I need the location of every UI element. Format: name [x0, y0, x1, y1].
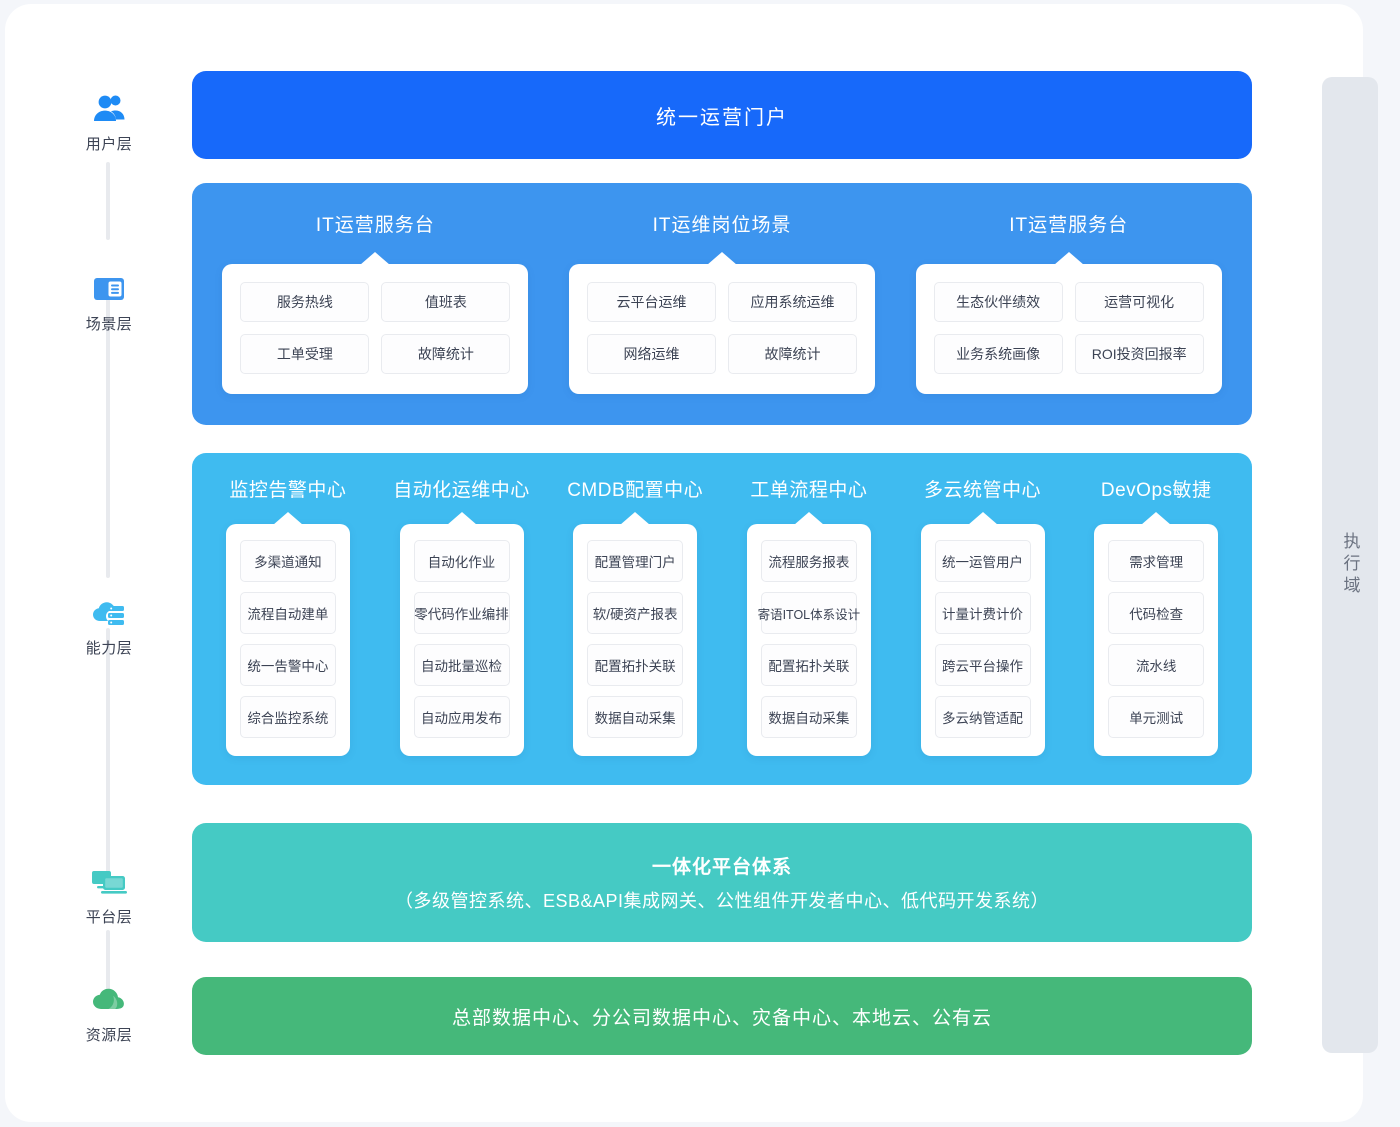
portal-band[interactable]: 统一运营门户 — [192, 71, 1252, 159]
scenario-band: IT运营服务台 服务热线 值班表 工单受理 故障统计 IT运维岗位场景 云平台运… — [192, 183, 1252, 425]
capability-chip[interactable]: 配置管理门户 — [587, 540, 684, 582]
capability-chip[interactable]: 统一告警中心 — [239, 644, 336, 686]
capability-column: 监控告警中心 多渠道通知 流程自动建单 统一告警中心 综合监控系统 — [201, 453, 375, 785]
scenario-chip[interactable]: 运营可视化 — [1074, 282, 1204, 322]
rail-connector-3 — [106, 628, 110, 883]
layer-rail: 用户层 场景层 能力层 — [78, 70, 188, 1060]
capability-column: 自动化运维中心 自动化作业 零代码作业编排 自动批量巡检 自动应用发布 — [375, 453, 549, 785]
scenario-chip[interactable]: 云平台运维 — [587, 282, 716, 322]
capability-chip[interactable]: 软/硬资产报表 — [587, 592, 684, 634]
capability-card: 配置管理门户 软/硬资产报表 配置拓扑关联 数据自动采集 — [573, 524, 698, 756]
rail-label-resource-layer: 资源层 — [85, 1027, 133, 1044]
rail-item-scenario-layer: 场景层 — [78, 272, 140, 334]
capability-chip[interactable]: 需求管理 — [1108, 540, 1205, 582]
scenario-chip[interactable]: 应用系统运维 — [728, 282, 857, 322]
cloud-icon — [91, 983, 127, 1017]
capability-chip[interactable]: 计量计费计价 — [934, 592, 1031, 634]
resource-band: 总部数据中心、分公司数据中心、灾备中心、本地云、公有云 — [192, 977, 1252, 1055]
scenario-group-title: IT运维岗位场景 — [652, 215, 792, 236]
scenario-chip[interactable]: 业务系统画像 — [933, 334, 1063, 374]
capability-column: DevOps敏捷 需求管理 代码检查 流水线 单元测试 — [1069, 453, 1243, 785]
portal-title: 统一运营门户 — [656, 106, 788, 129]
capability-chip[interactable]: 多云纳管适配 — [934, 696, 1031, 738]
execution-domain-panel: 执行域 — [1322, 77, 1378, 1053]
rail-item-platform-layer: 平台层 — [78, 865, 140, 927]
capability-chip[interactable]: 综合监控系统 — [239, 696, 336, 738]
capability-column-title: 监控告警中心 — [229, 480, 347, 501]
scenario-chip[interactable]: 故障统计 — [728, 334, 857, 374]
scenario-card: 云平台运维 应用系统运维 网络运维 故障统计 — [569, 264, 875, 394]
capability-chip[interactable]: 统一运管用户 — [934, 540, 1031, 582]
cloud-server-icon — [91, 596, 127, 630]
scenario-group-title: IT运营服务台 — [1009, 215, 1129, 236]
scenario-card: 服务热线 值班表 工单受理 故障统计 — [222, 264, 529, 394]
scenario-chip[interactable]: 值班表 — [381, 282, 511, 322]
scenario-group: IT运维岗位场景 云平台运维 应用系统运维 网络运维 故障统计 — [549, 183, 896, 425]
rail-connector-4 — [106, 930, 110, 995]
rail-connector-2 — [106, 288, 110, 578]
scenario-chip[interactable]: ROI投资回报率 — [1074, 334, 1204, 374]
capability-column-title: DevOps敏捷 — [1100, 480, 1212, 501]
capability-chip[interactable]: 流程服务报表 — [760, 540, 857, 582]
platform-title: 一体化平台体系 — [651, 857, 792, 878]
capability-band: 监控告警中心 多渠道通知 流程自动建单 统一告警中心 综合监控系统 自动化运维中… — [192, 453, 1252, 785]
capability-chip[interactable]: 寄语ITOL体系设计 — [758, 592, 860, 634]
capability-chip[interactable]: 配置拓扑关联 — [760, 644, 857, 686]
platform-subtitle: （多级管控系统、ESB&API集成网关、公性组件开发者中心、低代码开发系统） — [394, 891, 1050, 911]
rail-label-user-layer: 用户层 — [85, 136, 133, 153]
capability-column-title: 多云统管中心 — [924, 480, 1042, 501]
capability-column-title: 自动化运维中心 — [393, 480, 530, 501]
capability-chip[interactable]: 配置拓扑关联 — [587, 644, 684, 686]
window-icon — [91, 272, 127, 306]
capability-chip[interactable]: 自动应用发布 — [413, 696, 510, 738]
capability-column: CMDB配置中心 配置管理门户 软/硬资产报表 配置拓扑关联 数据自动采集 — [548, 453, 722, 785]
capability-chip[interactable]: 自动化作业 — [413, 540, 510, 582]
scenario-card: 生态伙伴绩效 运营可视化 业务系统画像 ROI投资回报率 — [915, 264, 1222, 394]
capability-card: 自动化作业 零代码作业编排 自动批量巡检 自动应用发布 — [399, 524, 524, 756]
rail-label-capability-layer: 能力层 — [85, 640, 133, 657]
capability-column: 工单流程中心 流程服务报表 寄语ITOL体系设计 配置拓扑关联 数据自动采集 — [722, 453, 896, 785]
scenario-group: IT运营服务台 服务热线 值班表 工单受理 故障统计 — [202, 183, 549, 425]
capability-column: 多云统管中心 统一运管用户 计量计费计价 跨云平台操作 多云纳管适配 — [896, 453, 1070, 785]
scenario-group: IT运营服务台 生态伙伴绩效 运营可视化 业务系统画像 ROI投资回报率 — [895, 183, 1242, 425]
rail-item-capability-layer: 能力层 — [78, 596, 140, 658]
platform-band: 一体化平台体系 （多级管控系统、ESB&API集成网关、公性组件开发者中心、低代… — [192, 823, 1252, 942]
devices-icon — [91, 865, 127, 899]
capability-chip[interactable]: 多渠道通知 — [239, 540, 336, 582]
scenario-chip[interactable]: 故障统计 — [381, 334, 511, 374]
capability-card: 需求管理 代码检查 流水线 单元测试 — [1094, 524, 1219, 756]
scenario-chip[interactable]: 工单受理 — [240, 334, 370, 374]
rail-item-resource-layer: 资源层 — [78, 983, 140, 1045]
capability-column-title: CMDB配置中心 — [567, 480, 704, 501]
rail-item-user-layer: 用户层 — [78, 92, 140, 154]
capability-card: 统一运管用户 计量计费计价 跨云平台操作 多云纳管适配 — [920, 524, 1045, 756]
resource-title: 总部数据中心、分公司数据中心、灾备中心、本地云、公有云 — [451, 1007, 992, 1029]
scenario-chip[interactable]: 生态伙伴绩效 — [933, 282, 1063, 322]
scenario-group-title: IT运营服务台 — [315, 215, 435, 236]
capability-column-title: 工单流程中心 — [750, 480, 868, 501]
capability-chip[interactable]: 跨云平台操作 — [934, 644, 1031, 686]
capability-card: 多渠道通知 流程自动建单 统一告警中心 综合监控系统 — [225, 524, 350, 756]
rail-label-platform-layer: 平台层 — [85, 909, 133, 926]
capability-chip[interactable]: 零代码作业编排 — [413, 592, 510, 634]
capability-chip[interactable]: 自动批量巡检 — [413, 644, 510, 686]
scenario-chip[interactable]: 服务热线 — [240, 282, 370, 322]
rail-connector-1 — [106, 162, 110, 240]
capability-chip[interactable]: 流水线 — [1108, 644, 1205, 686]
capability-chip[interactable]: 流程自动建单 — [239, 592, 336, 634]
scenario-chip[interactable]: 网络运维 — [587, 334, 716, 374]
capability-chip[interactable]: 数据自动采集 — [587, 696, 684, 738]
capability-chip[interactable]: 数据自动采集 — [760, 696, 857, 738]
execution-domain-label: 执行域 — [1340, 532, 1360, 598]
capability-chip[interactable]: 代码检查 — [1108, 592, 1205, 634]
users-icon — [91, 92, 127, 126]
capability-chip[interactable]: 单元测试 — [1108, 696, 1205, 738]
capability-card: 流程服务报表 寄语ITOL体系设计 配置拓扑关联 数据自动采集 — [746, 524, 871, 756]
rail-label-scenario-layer: 场景层 — [85, 316, 133, 333]
